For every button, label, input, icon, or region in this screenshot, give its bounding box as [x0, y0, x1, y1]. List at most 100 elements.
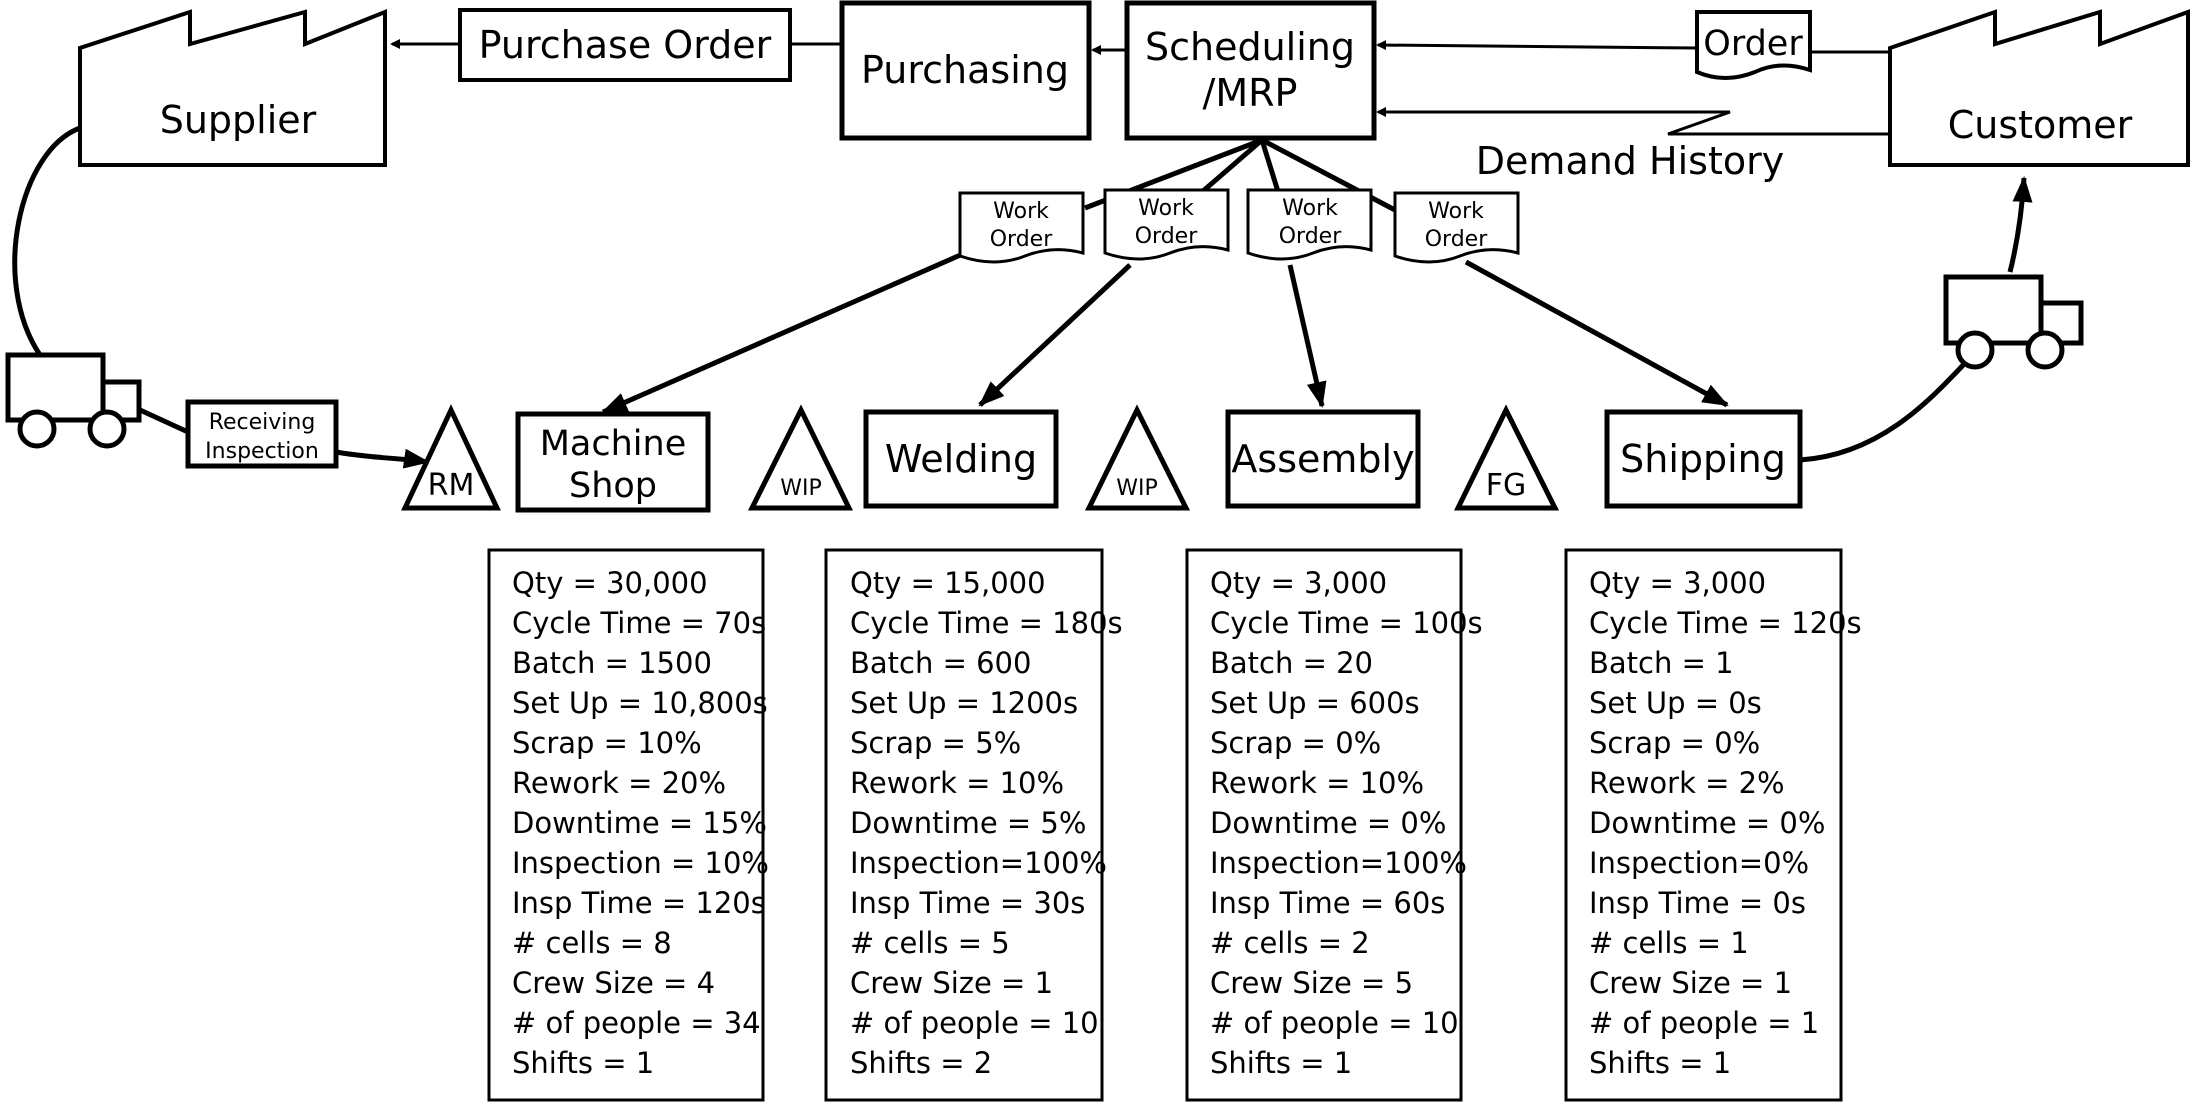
stat-line: Downtime = 15%: [512, 806, 767, 840]
work-order-4-line2: Order: [1425, 227, 1488, 252]
inventory-wip-2: WIP: [1084, 404, 1191, 511]
stat-line: Insp Time = 0s: [1589, 886, 1806, 920]
stat-line: Shifts = 1: [512, 1046, 654, 1080]
process-welding: Welding: [863, 409, 1059, 509]
stat-line: Shifts = 1: [1210, 1046, 1352, 1080]
stat-line: # of people = 10: [1210, 1006, 1459, 1040]
work-order-4-line1: Work: [1428, 199, 1484, 224]
work-order-document-2: Work Order: [1103, 188, 1230, 261]
customer-label: Customer: [1948, 103, 2133, 147]
stat-line: Inspection=100%: [850, 846, 1107, 880]
order-label: Order: [1703, 24, 1803, 64]
data-box-welding: Qty = 15,000 Cycle Time = 180s Batch = 6…: [824, 548, 1123, 1102]
supplier-to-truck-line: [12, 125, 81, 357]
receiving-line2: Inspection: [205, 439, 319, 464]
stat-line: Downtime = 5%: [850, 806, 1086, 840]
stat-line: Crew Size = 1: [850, 966, 1053, 1000]
stat-line: Inspection=0%: [1589, 846, 1809, 880]
inventory-fg-label: FG: [1486, 468, 1527, 503]
stat-line: # cells = 1: [1589, 926, 1749, 960]
stat-line: # cells = 5: [850, 926, 1010, 960]
demand-history-label: Demand History: [1476, 139, 1784, 183]
scheduling-label-line1: Scheduling: [1145, 25, 1355, 69]
stat-line: Shifts = 1: [1589, 1046, 1731, 1080]
inventory-rm-label: RM: [428, 468, 475, 503]
supplier-truck-icon: [5, 352, 142, 449]
work-order-2-line1: Work: [1138, 196, 1194, 221]
stat-line: Crew Size = 4: [512, 966, 715, 1000]
work-order-3-line1: Work: [1282, 196, 1338, 221]
stat-line: # of people = 1: [1589, 1006, 1819, 1040]
stat-line: Qty = 3,000: [1589, 566, 1766, 600]
stat-line: Inspection=100%: [1210, 846, 1467, 880]
welding-label: Welding: [885, 437, 1037, 481]
purchasing-label: Purchasing: [861, 48, 1069, 92]
stat-line: Rework = 10%: [850, 766, 1064, 800]
process-shipping: Shipping: [1604, 409, 1803, 509]
truck-to-customer-arrow: [2007, 176, 2033, 273]
stat-line: # cells = 8: [512, 926, 672, 960]
process-assembly: Assembly: [1225, 409, 1421, 509]
customer-factory: Customer: [1888, 9, 2190, 167]
data-box-assembly: Qty = 3,000 Cycle Time = 100s Batch = 20…: [1185, 548, 1483, 1102]
stat-line: Cycle Time = 70s: [512, 606, 766, 640]
stat-line: Qty = 30,000: [512, 566, 708, 600]
order-document: Order: [1695, 10, 1812, 80]
inventory-wip-1-label: WIP: [780, 476, 822, 501]
receiving-inspection-box: Receiving Inspection: [185, 399, 339, 469]
truck-to-receiving-line: [138, 407, 190, 435]
work-order-document-1: Work Order: [958, 191, 1085, 264]
purchase-order-box: Purchase Order: [458, 8, 792, 82]
stat-line: # of people = 10: [850, 1006, 1099, 1040]
stat-line: Insp Time = 60s: [1210, 886, 1445, 920]
stat-line: Batch = 600: [850, 646, 1031, 680]
work-order-3-line2: Order: [1279, 224, 1342, 249]
stat-line: Batch = 1500: [512, 646, 712, 680]
stat-line: Scrap = 5%: [850, 726, 1021, 760]
supplier-factory: Supplier: [78, 9, 387, 167]
customer-truck-icon: [1943, 274, 2084, 370]
stat-line: Crew Size = 5: [1210, 966, 1413, 1000]
stat-line: Rework = 2%: [1589, 766, 1785, 800]
stat-line: Crew Size = 1: [1589, 966, 1792, 1000]
purchase-order-label: Purchase Order: [479, 23, 772, 67]
work-order-document-4: Work Order: [1393, 191, 1520, 264]
work-order-1-line1: Work: [993, 199, 1049, 224]
stat-line: Qty = 15,000: [850, 566, 1046, 600]
inventory-wip-2-label: WIP: [1116, 476, 1158, 501]
stat-line: Insp Time = 120s: [512, 886, 766, 920]
stat-line: Downtime = 0%: [1589, 806, 1825, 840]
work-order-document-3: Work Order: [1246, 188, 1373, 261]
purchasing-box: Purchasing: [839, 0, 1092, 141]
stat-line: Rework = 10%: [1210, 766, 1424, 800]
stat-line: # cells = 2: [1210, 926, 1370, 960]
stat-line: Scrap = 0%: [1589, 726, 1760, 760]
data-box-machine-shop: Qty = 30,000 Cycle Time = 70s Batch = 15…: [487, 548, 769, 1102]
process-machine-shop: Machine Shop: [515, 411, 711, 513]
work-order-1-line2: Order: [990, 227, 1053, 252]
stat-line: Downtime = 0%: [1210, 806, 1446, 840]
supplier-label: Supplier: [160, 98, 317, 142]
stat-line: Insp Time = 30s: [850, 886, 1085, 920]
stat-line: Cycle Time = 100s: [1210, 606, 1483, 640]
work-order-flows: [601, 137, 1729, 415]
data-box-shipping: Qty = 3,000 Cycle Time = 120s Batch = 1 …: [1564, 548, 1862, 1102]
stat-line: Set Up = 1200s: [850, 686, 1078, 720]
information-flows: [390, 39, 1890, 136]
inventory-rm: RM: [401, 404, 501, 511]
shipping-label: Shipping: [1620, 437, 1786, 481]
receiving-line1: Receiving: [209, 410, 316, 435]
stat-line: Cycle Time = 180s: [850, 606, 1123, 640]
stat-line: Inspection = 10%: [512, 846, 769, 880]
stat-line: Batch = 1: [1589, 646, 1734, 680]
stat-line: Qty = 3,000: [1210, 566, 1387, 600]
stat-line: Batch = 20: [1210, 646, 1373, 680]
inventory-fg: FG: [1453, 404, 1560, 511]
shipping-to-truck-line: [1799, 358, 1970, 463]
machine-shop-label-line1: Machine: [540, 424, 687, 464]
assembly-label: Assembly: [1231, 437, 1414, 481]
stat-line: Shifts = 2: [850, 1046, 992, 1080]
stat-line: Scrap = 10%: [512, 726, 702, 760]
machine-shop-label-line2: Shop: [569, 466, 657, 506]
